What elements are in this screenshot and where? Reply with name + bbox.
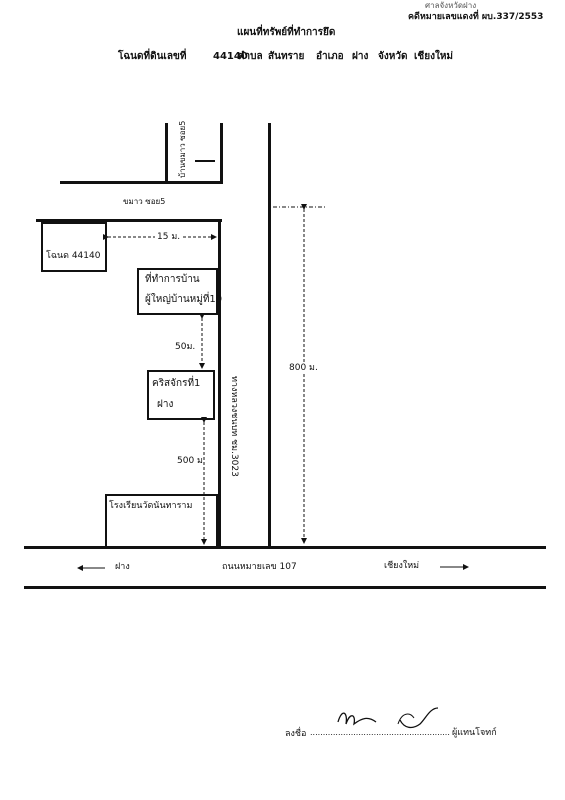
main-road-label: ถนนหมายเลข 107 bbox=[222, 562, 297, 572]
signature-dots: ........................................… bbox=[310, 729, 450, 737]
distance-50m-label: 50ม. bbox=[175, 342, 196, 352]
signature-label: ลงชื่อ bbox=[285, 729, 307, 739]
case-number: คดีหมายเลขแดงที่ ผบ.337/2553 bbox=[408, 12, 544, 22]
amphoe-value: ฝาง bbox=[352, 51, 369, 62]
soi-road-top-edge bbox=[60, 181, 223, 184]
province-value: เชียงใหม่ bbox=[414, 51, 454, 62]
deed-parcel-box bbox=[41, 222, 107, 272]
main-road-bottom-edge bbox=[24, 586, 546, 589]
village-office-line2: ผู้ใหญ่บ้านหมู่ที่10 bbox=[145, 294, 223, 305]
soi-horizontal-label: ขมาว ซอย5 bbox=[123, 197, 166, 206]
distance-800m-label: 800 ม. bbox=[288, 363, 319, 374]
tambon-label: ตำบล bbox=[238, 51, 263, 62]
church-box bbox=[147, 370, 215, 420]
court-name: ศาลจังหวัดฝาง bbox=[425, 1, 477, 10]
church-line1: คริสจักรที่1 bbox=[152, 378, 201, 389]
signature-role: ผู้แทนโจทก์ bbox=[452, 728, 497, 738]
village-office-box bbox=[137, 268, 218, 315]
page-title: แผนที่ทรัพย์ที่ทำการยึด bbox=[237, 27, 336, 38]
deed-parcel-label: โฉนด 44140 bbox=[46, 251, 101, 261]
main-road-top-edge bbox=[24, 546, 546, 549]
distance-15m-label: 15 ม. bbox=[155, 232, 183, 242]
soi-vertical-left-edge bbox=[165, 123, 168, 183]
side-road-right-edge bbox=[268, 123, 271, 549]
soi-vertical-right-edge bbox=[220, 123, 223, 183]
village-office-line1: ที่ทำการบ้าน bbox=[145, 274, 200, 285]
side-road-label: ทางหลวงชนบท ชม.3023 bbox=[229, 376, 239, 477]
soi-stub bbox=[195, 160, 215, 162]
deed-label: โฉนดที่ดินเลขที่ bbox=[118, 51, 187, 62]
school-box bbox=[105, 494, 218, 548]
church-line2: ฝาง bbox=[157, 399, 174, 410]
side-road-left-edge bbox=[218, 219, 221, 549]
deed-number: 44140 bbox=[213, 51, 248, 62]
distance-500m-label: 500 ม bbox=[177, 456, 203, 466]
amphoe-label: อำเภอ bbox=[316, 51, 344, 62]
direction-left-label: ฝาง bbox=[115, 562, 130, 572]
school-label: โรงเรียนวัดนันทาราม bbox=[109, 501, 193, 511]
province-label: จังหวัด bbox=[378, 51, 408, 62]
direction-right-label: เชียงใหม่ bbox=[384, 561, 420, 571]
tambon-value: สันทราย bbox=[268, 51, 305, 62]
soi-road-bottom-edge bbox=[36, 219, 222, 222]
